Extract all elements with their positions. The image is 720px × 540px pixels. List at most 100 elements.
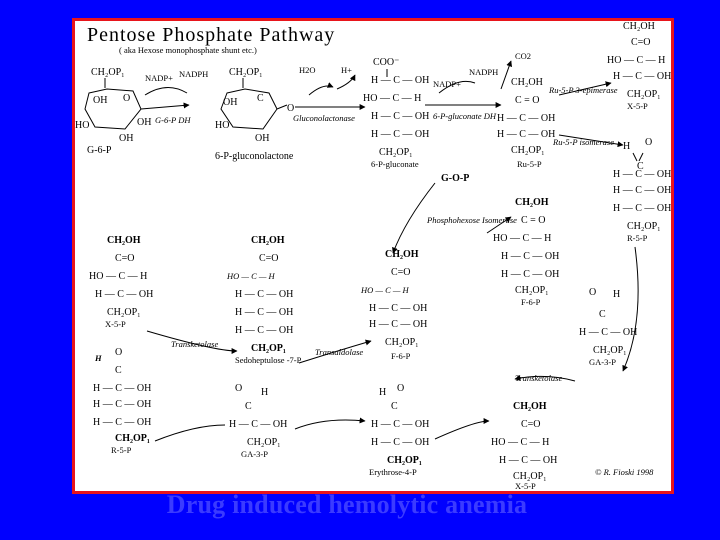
arrow-transketolase2 [514, 375, 576, 382]
svg-text:H — C — OH: H — C — OH [371, 419, 429, 430]
label-gop: G-O-P [441, 173, 469, 184]
svg-text:CH₂OH: CH₂OH [107, 235, 141, 246]
svg-text:H: H [613, 289, 620, 300]
arrow-nadph2 [438, 80, 476, 94]
svg-text:C: C [245, 401, 252, 412]
svg-text:C: C [257, 93, 264, 104]
svg-text:CH₂OP₁: CH₂OP₁ [251, 343, 286, 354]
enzyme-g6pdh: G-6-P DH [155, 115, 191, 125]
svg-text:O: O [397, 383, 404, 394]
svg-text:CH₂OP₁: CH₂OP₁ [247, 437, 281, 448]
cofactor-h2o: H2O [299, 65, 316, 75]
label-ga3p-b: GA-3-P [241, 449, 268, 459]
arrow-epimerase [558, 81, 612, 96]
enzyme-epimerase: Ru-5-P 3-epimerase [548, 85, 618, 95]
svg-text:HO — C — H: HO — C — H [363, 93, 421, 104]
svg-text:H — C — OH: H — C — OH [93, 383, 151, 394]
svg-text:H — C — OH: H — C — OH [497, 129, 555, 140]
svg-text:HO — C — H: HO — C — H [491, 437, 549, 448]
label-e4p: Erythrose-4-P [369, 467, 417, 477]
cofactor-nadp1: NADP+ [145, 73, 173, 83]
svg-text:HO — C — H: HO — C — H [226, 271, 276, 281]
svg-text:H — C — OH: H — C — OH [93, 399, 151, 410]
svg-text:C=O: C=O [521, 419, 541, 430]
enzyme-phi: Phosphohexose Isomerase [426, 215, 517, 225]
arrow-connector3 [434, 418, 490, 440]
svg-text:CH₂OP₁: CH₂OP₁ [627, 221, 661, 232]
cofactor-co2: CO2 [515, 51, 531, 61]
arrow-phi [486, 216, 512, 234]
svg-text:H: H [94, 353, 102, 363]
svg-text:H — C — OH: H — C — OH [613, 71, 671, 82]
cofactor-nadph2: NADPH [469, 67, 498, 77]
svg-text:C=O: C=O [115, 253, 135, 264]
svg-text:HO — C — H: HO — C — H [607, 55, 665, 66]
label-x5p-top: X-5-P [627, 101, 648, 111]
svg-text:C: C [637, 161, 644, 172]
gluconate-structure: COO⁻ H — C — OH HO — C — H H — C — OH H … [363, 57, 429, 169]
svg-text:HO — C — H: HO — C — H [360, 285, 410, 295]
svg-text:C: C [599, 309, 606, 320]
svg-text:OH: OH [119, 133, 133, 144]
arrow-connector4 [622, 246, 639, 372]
svg-text:H — C — OH: H — C — OH [501, 251, 559, 262]
label-g6p: G-6-P [87, 145, 112, 156]
label-f6p: F-6-P [391, 351, 411, 361]
svg-text:H — C — OH: H — C — OH [371, 75, 429, 86]
svg-text:H — C — OH: H — C — OH [497, 113, 555, 124]
svg-text:H — C — OH: H — C — OH [613, 185, 671, 196]
svg-text:CH₂OH: CH₂OH [515, 197, 549, 208]
ga3p-structure: O H C H — C — OH CH₂OP₁ GA-3-P [579, 287, 637, 367]
slide-caption: Drug induced hemolytic anemia [166, 490, 528, 519]
f6p-b-structure: CH₂OH C = O HO — C — H H — C — OH H — C … [493, 197, 559, 307]
svg-text:H — C — OH: H — C — OH [501, 269, 559, 280]
svg-text:C = O: C = O [521, 215, 546, 226]
svg-text:CH₂OH: CH₂OH [251, 235, 285, 246]
e4p-structure: H O C H — C — OH H — C — OH CH₂OP₁ Eryth… [369, 383, 429, 477]
arrow-co2 [500, 60, 513, 90]
svg-text:H — C — OH: H — C — OH [369, 319, 427, 330]
svg-text:CH₂OP₁: CH₂OP₁ [387, 455, 422, 466]
svg-text:H — C — OH: H — C — OH [229, 419, 287, 430]
arrow-hplus [336, 74, 356, 90]
svg-text:CH₂OP₁: CH₂OP₁ [385, 337, 419, 348]
svg-text:CH₂OP₁: CH₂OP₁ [515, 285, 549, 296]
diagram-subtitle: ( aka Hexose monophosphate shunt etc.) [119, 45, 257, 55]
arrow-transaldolase [298, 339, 372, 364]
svg-text:CH₂OP₁: CH₂OP₁ [107, 307, 141, 318]
svg-text:O: O [123, 93, 130, 104]
s7p-structure: CH₂OH C=O HO — C — H H — C — OH H — C — … [226, 235, 302, 365]
svg-text:CH₂OP₁: CH₂OP₁ [115, 433, 150, 444]
x5p-b-structure: CH₂OH C=O HO — C — H H — C — OH CH₂OP₁ X… [491, 401, 557, 491]
svg-text:O: O [645, 137, 652, 148]
svg-text:OH: OH [137, 117, 151, 128]
svg-text:C: C [115, 365, 122, 376]
svg-text:CH₂OP₁: CH₂OP₁ [229, 67, 263, 78]
svg-text:CH₂OP₁: CH₂OP₁ [91, 67, 125, 78]
enzyme-transketolase1: Transketolase [171, 339, 218, 349]
lactone-structure: CH₂OP₁ OH C O HO OH 6-P-gluconolactone [215, 67, 294, 162]
svg-text:HO — C — H: HO — C — H [493, 233, 551, 244]
svg-text:H — C — OH: H — C — OH [579, 327, 637, 338]
svg-text:C=O: C=O [391, 267, 411, 278]
ga3p-b-structure: O H C H — C — OH CH₂OP₁ GA-3-P [229, 383, 287, 459]
enzyme-transketolase2: Transketolase [515, 373, 562, 383]
arrow-step1 [140, 102, 190, 110]
svg-text:OH: OH [223, 97, 237, 108]
svg-text:OH: OH [93, 95, 107, 106]
svg-text:C: C [391, 401, 398, 412]
svg-text:CH₂OP₁: CH₂OP₁ [511, 145, 545, 156]
f6p-structure: CH₂OH C=O HO — C — H H — C — OH H — C — … [360, 249, 427, 361]
arrow-connector2 [294, 417, 366, 430]
diagram-frame: Pentose Phosphate Pathway ( aka Hexose m… [72, 18, 674, 494]
enzyme-pgdh: 6-P-gluconate DH [433, 111, 497, 121]
svg-text:CH₂OP₁: CH₂OP₁ [379, 147, 413, 158]
r5p-structure: H O C H — C — OH H — C — OH H — C — OH C… [93, 347, 151, 455]
svg-text:H: H [261, 387, 268, 398]
arrow-transketolase1 [146, 330, 238, 354]
cofactor-nadp2: NADP+ [433, 79, 461, 89]
svg-text:H — C — OH: H — C — OH [371, 111, 429, 122]
svg-text:H — C — OH: H — C — OH [499, 455, 557, 466]
svg-text:CH₂OP₁: CH₂OP₁ [513, 471, 547, 482]
svg-text:O: O [115, 347, 122, 358]
